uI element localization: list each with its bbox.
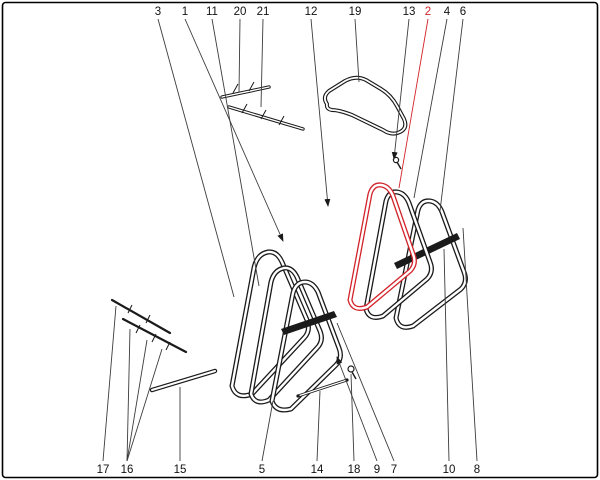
screw-clip-13 bbox=[392, 156, 402, 170]
callout-leader-11 bbox=[211, 18, 260, 287]
callout-label-16[interactable]: 16 bbox=[121, 464, 134, 476]
callout-leader-1 bbox=[184, 18, 284, 242]
callout-leader-20 bbox=[238, 18, 241, 93]
callout-leader-3 bbox=[157, 18, 235, 298]
callout-leader-8 bbox=[462, 227, 478, 462]
callout-label-18[interactable]: 18 bbox=[348, 464, 361, 476]
callout-leader-16-3 bbox=[126, 348, 163, 462]
front-door-belt-molding bbox=[281, 311, 337, 335]
callout-label-3[interactable]: 3 bbox=[155, 6, 161, 18]
callout-leader-5 bbox=[261, 400, 274, 462]
callout-label-4[interactable]: 4 bbox=[444, 6, 451, 18]
callout-label-15[interactable]: 15 bbox=[174, 464, 187, 476]
callout-leader-4 bbox=[413, 18, 448, 199]
callout-label-1[interactable]: 1 bbox=[182, 6, 188, 18]
callout-label-21[interactable]: 21 bbox=[257, 6, 270, 18]
callout-leader-12 bbox=[310, 18, 331, 207]
callout-label-2[interactable]: 2 bbox=[425, 6, 431, 18]
callout-label-6[interactable]: 6 bbox=[460, 6, 466, 18]
callout-label-17[interactable]: 17 bbox=[97, 464, 110, 476]
callout-label-14[interactable]: 14 bbox=[311, 464, 324, 476]
cowl-strip-upper bbox=[220, 81, 271, 99]
callout-label-11[interactable]: 11 bbox=[206, 6, 218, 18]
callout-label-20[interactable]: 20 bbox=[234, 6, 247, 18]
side-moulding-upper bbox=[110, 298, 172, 335]
callout-leader-18 bbox=[350, 373, 355, 462]
rear-door-weatherstrip-highlighted bbox=[350, 185, 414, 309]
callout-label-19[interactable]: 19 bbox=[349, 6, 362, 18]
callout-label-7[interactable]: 7 bbox=[391, 464, 397, 476]
callout-label-10[interactable]: 10 bbox=[443, 464, 456, 476]
callout-leader-19 bbox=[354, 18, 360, 83]
roof-rail-seal bbox=[322, 75, 408, 136]
callout-leader-9 bbox=[336, 356, 378, 462]
callout-label-13[interactable]: 13 bbox=[403, 6, 416, 18]
side-moulding-lower bbox=[121, 317, 188, 354]
cowl-strip-lower bbox=[227, 103, 305, 131]
callout-leader-21 bbox=[260, 18, 264, 108]
callout-leader-6 bbox=[439, 18, 464, 212]
fastener-clip-18 bbox=[347, 365, 357, 380]
sill-strip bbox=[152, 371, 215, 390]
callout-leader-16-1 bbox=[126, 328, 131, 462]
callout-label-9[interactable]: 9 bbox=[374, 464, 380, 476]
callout-leader-2 bbox=[398, 18, 429, 189]
callout-label-12[interactable]: 12 bbox=[305, 6, 318, 18]
callout-leader-16-2 bbox=[126, 339, 148, 462]
callout-leader-17 bbox=[102, 305, 117, 462]
parts-layer bbox=[110, 75, 465, 410]
callout-label-8[interactable]: 8 bbox=[474, 464, 480, 476]
callout-label-5[interactable]: 5 bbox=[259, 464, 265, 476]
callout-leader-13 bbox=[391, 18, 410, 160]
callout-leader-10 bbox=[443, 248, 450, 462]
callout-leader-14 bbox=[316, 390, 321, 462]
callout-leader-7 bbox=[336, 322, 395, 462]
